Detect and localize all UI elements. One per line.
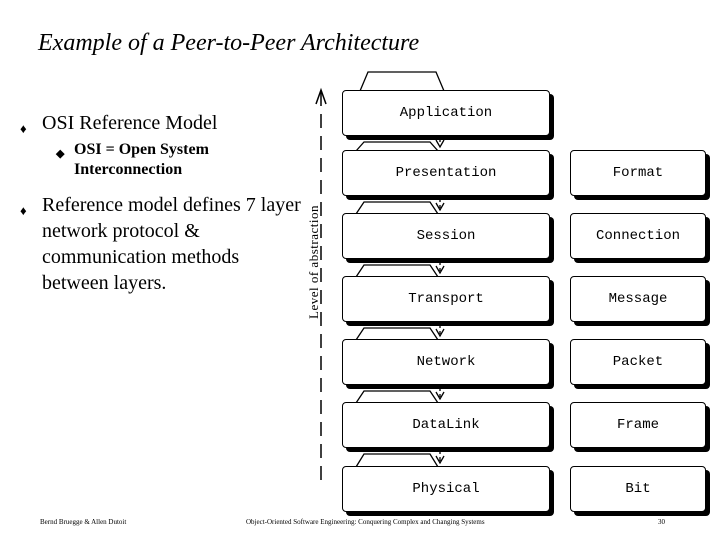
layer-presentation: Presentation bbox=[342, 150, 550, 196]
layer-connector-arrowhead bbox=[435, 139, 445, 149]
bullet-text: OSI = Open System Interconnection bbox=[74, 141, 209, 178]
unit-frame: Frame bbox=[570, 402, 706, 448]
abstraction-axis-arrowhead bbox=[315, 87, 327, 105]
bullet-text: OSI Reference Model bbox=[42, 112, 218, 134]
layer-session: Session bbox=[342, 213, 550, 259]
bullet-text: Reference model defines 7 layer network … bbox=[42, 194, 301, 294]
layer-connector-arrowhead bbox=[435, 391, 445, 401]
footer-authors: Bernd Bruegge & Allen Dutoit bbox=[40, 518, 127, 526]
unit-bit: Bit bbox=[570, 466, 706, 512]
layer-application: Application bbox=[342, 90, 550, 136]
footer-book-title: Object-Oriented Software Engineering: Co… bbox=[246, 518, 485, 526]
layer-physical: Physical bbox=[342, 466, 550, 512]
layer-network: Network bbox=[342, 339, 550, 385]
layer-connector-arrowhead bbox=[435, 455, 445, 465]
diamond-bullet-icon: ♦ bbox=[20, 121, 27, 136]
layer-connector-arrowhead bbox=[435, 265, 445, 275]
layer-connector-arrowhead bbox=[435, 202, 445, 212]
unit-format: Format bbox=[570, 150, 706, 196]
layer-datalink: DataLink bbox=[342, 402, 550, 448]
unit-connection: Connection bbox=[570, 213, 706, 259]
unit-message: Message bbox=[570, 276, 706, 322]
slide-title: Example of a Peer-to-Peer Architecture bbox=[38, 30, 420, 56]
axis-label: Level of abstraction bbox=[306, 205, 321, 319]
layer-transport: Transport bbox=[342, 276, 550, 322]
diamond-subbullet-icon: ◆ bbox=[56, 148, 65, 160]
footer-page-number: 30 bbox=[658, 518, 665, 526]
layer-connector-arrowhead bbox=[435, 328, 445, 338]
layer-tab-top bbox=[359, 71, 445, 92]
unit-packet: Packet bbox=[570, 339, 706, 385]
layer-connectors bbox=[354, 71, 445, 468]
diamond-bullet-icon: ♦ bbox=[20, 203, 27, 218]
